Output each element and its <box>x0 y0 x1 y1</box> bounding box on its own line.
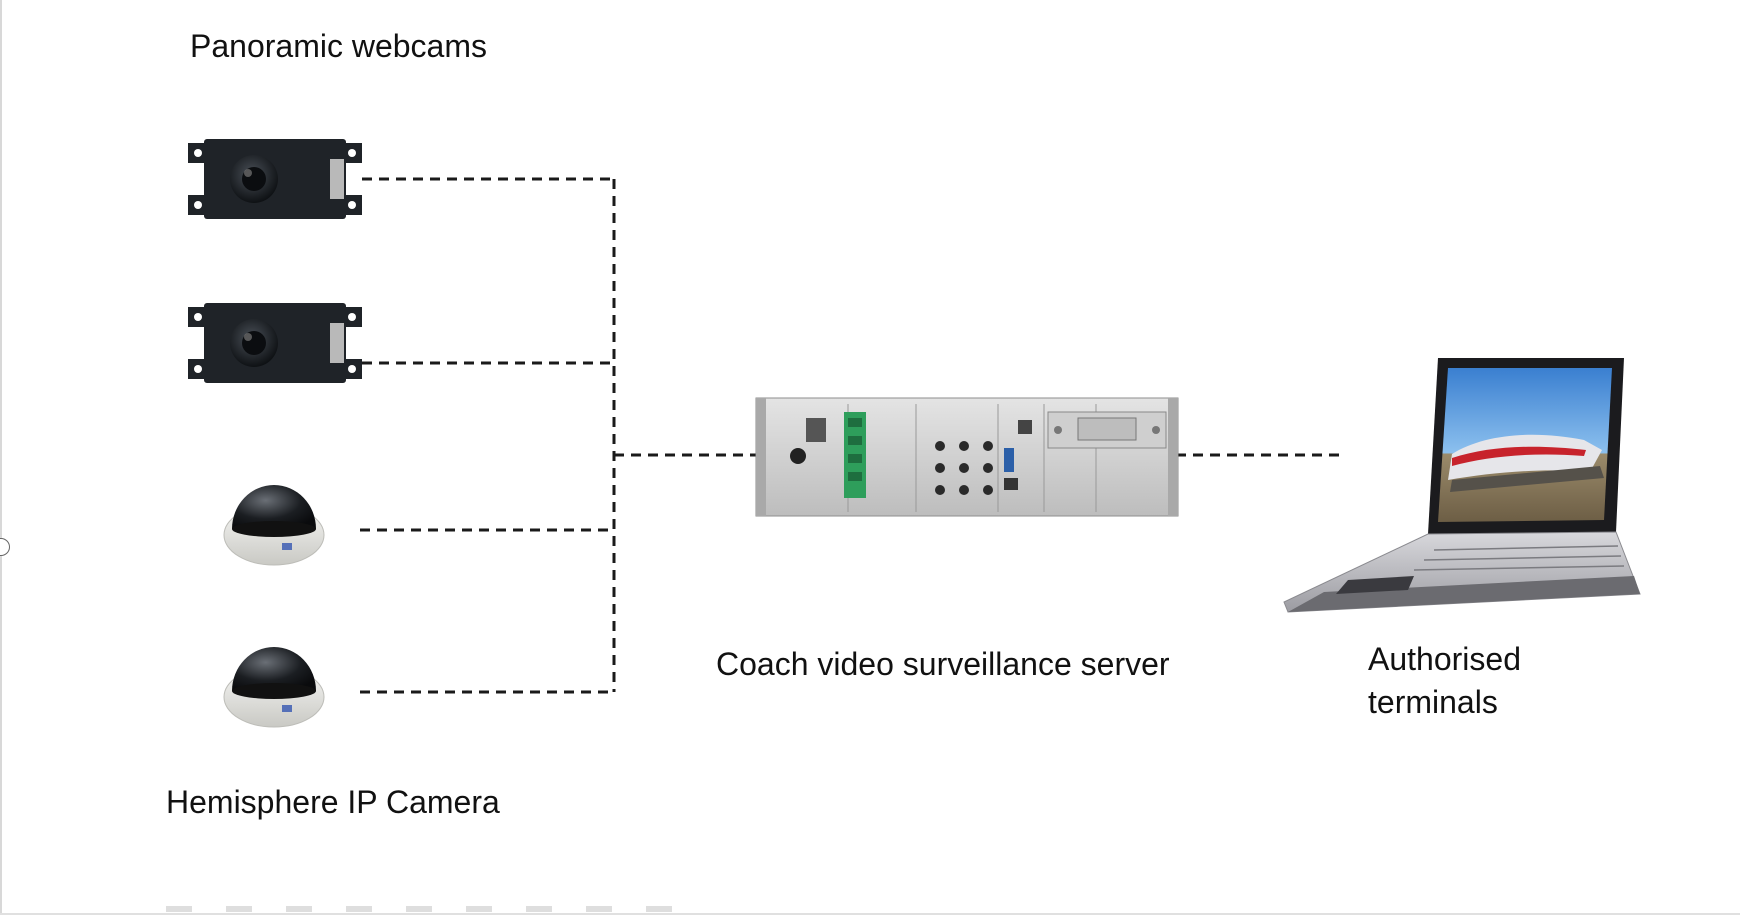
terminals-label-line1: Authorised <box>1368 641 1521 677</box>
terminals-label-line2: terminals <box>1368 683 1498 720</box>
laptop-icon <box>1283 358 1641 613</box>
cut-off-text-fragment <box>166 906 686 912</box>
dome-camera-icon <box>223 646 325 728</box>
rack-server-icon <box>755 397 1179 517</box>
server-label: Coach video surveillance server <box>716 646 1170 682</box>
panoramic-webcam-icon <box>188 139 362 219</box>
page-left-border <box>0 0 2 915</box>
panoramic-webcam-icon <box>188 303 362 383</box>
dome-camera-icon <box>223 484 325 566</box>
bottom-divider <box>0 913 1740 915</box>
panoramic-webcams-label: Panoramic webcams <box>190 28 487 64</box>
connection-lines <box>360 177 1346 694</box>
hemisphere-camera-label: Hemisphere IP Camera <box>166 784 500 820</box>
terminals-label: Authorised terminals <box>1368 638 1521 723</box>
